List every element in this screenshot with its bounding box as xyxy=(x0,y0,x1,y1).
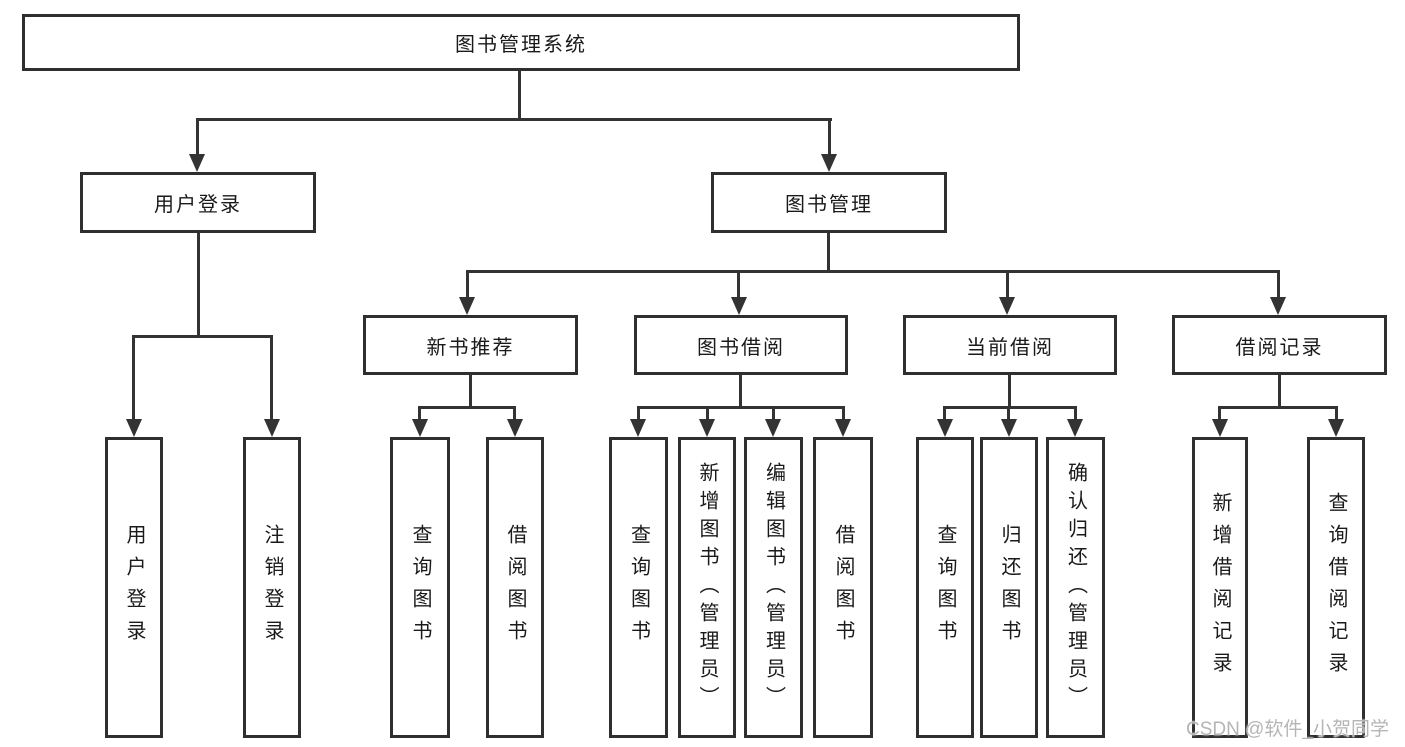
node-user-login: 用户登录 xyxy=(80,172,316,233)
arrow-down-icon xyxy=(999,297,1015,315)
arrow-down-icon xyxy=(835,419,851,437)
leaf-return-book-label: 归还图书 xyxy=(998,523,1020,652)
arrow-down-icon xyxy=(1001,419,1017,437)
connector-line xyxy=(1218,406,1338,409)
connector-line xyxy=(1277,270,1280,300)
leaf-edit-book-admin-label: 编辑图书（管理员） xyxy=(762,461,785,714)
arrow-down-icon xyxy=(459,297,475,315)
connector-line xyxy=(1074,406,1077,424)
leaf-query-book-1: 查询图书 xyxy=(390,437,450,738)
connector-line xyxy=(842,406,845,424)
node-user-login-label: 用户登录 xyxy=(154,194,242,216)
leaf-borrow-book-2-label: 借阅图书 xyxy=(832,523,854,652)
arrow-down-icon xyxy=(937,419,953,437)
node-borrow-records-label: 借阅记录 xyxy=(1235,336,1324,359)
arrow-down-icon xyxy=(821,154,837,172)
connector-line xyxy=(418,406,516,409)
leaf-borrow-book-1-label: 借阅图书 xyxy=(504,523,526,652)
leaf-confirm-return-admin: 确认归还（管理员） xyxy=(1046,437,1105,738)
connector-line xyxy=(739,375,742,408)
connector-line xyxy=(270,335,273,421)
leaf-query-book-1-label: 查询图书 xyxy=(409,523,431,652)
leaf-add-borrow-record-label: 新增借阅记录 xyxy=(1209,491,1231,684)
arrow-down-icon xyxy=(1328,419,1344,437)
leaf-logout: 注销登录 xyxy=(243,437,301,738)
leaf-user-login-label: 用户登录 xyxy=(123,523,145,652)
leaf-query-borrow-record: 查询借阅记录 xyxy=(1307,437,1365,738)
node-root-label: 图书管理系统 xyxy=(455,34,587,56)
node-new-book-recommend-label: 新书推荐 xyxy=(426,336,515,359)
connector-line xyxy=(737,270,740,300)
leaf-confirm-return-admin-label: 确认归还（管理员） xyxy=(1064,461,1087,714)
leaf-borrow-book-2: 借阅图书 xyxy=(813,437,873,738)
arrow-down-icon xyxy=(765,419,781,437)
connector-line xyxy=(466,270,469,300)
node-current-borrow-label: 当前借阅 xyxy=(966,336,1054,359)
leaf-edit-book-admin: 编辑图书（管理员） xyxy=(744,437,803,738)
leaf-return-book: 归还图书 xyxy=(980,437,1038,738)
arrow-down-icon xyxy=(1067,419,1083,437)
connector-line xyxy=(196,118,832,121)
leaf-query-book-2-label: 查询图书 xyxy=(627,523,650,652)
connector-line xyxy=(518,70,521,120)
connector-line xyxy=(469,375,472,408)
leaf-query-book-3-label: 查询图书 xyxy=(934,523,956,652)
connector-line xyxy=(706,406,709,424)
node-borrow-records: 借阅记录 xyxy=(1172,315,1387,375)
connector-line xyxy=(132,335,273,338)
connector-line xyxy=(637,406,845,409)
csdn-watermark: CSDN @软件_小贺同学 xyxy=(1186,719,1389,740)
leaf-borrow-book-1: 借阅图书 xyxy=(486,437,544,738)
arrow-down-icon xyxy=(189,154,205,172)
leaf-add-book-admin: 新增图书（管理员） xyxy=(678,437,736,738)
leaf-query-book-3: 查询图书 xyxy=(916,437,974,738)
arrow-down-icon xyxy=(1270,297,1286,315)
node-book-management-label: 图书管理 xyxy=(785,194,873,216)
node-root: 图书管理系统 xyxy=(22,14,1020,71)
arrow-down-icon xyxy=(264,419,280,437)
arrow-down-icon xyxy=(126,419,142,437)
arrow-down-icon xyxy=(699,419,715,437)
connector-line xyxy=(828,118,831,156)
node-book-borrow: 图书借阅 xyxy=(634,315,848,375)
connector-line xyxy=(513,406,516,424)
arrow-down-icon xyxy=(412,419,428,437)
leaf-user-login: 用户登录 xyxy=(105,437,163,738)
arrow-down-icon xyxy=(630,419,646,437)
leaf-add-book-admin-label: 新增图书（管理员） xyxy=(696,461,718,714)
leaf-query-borrow-record-label: 查询借阅记录 xyxy=(1325,491,1347,684)
connector-line xyxy=(1278,375,1281,408)
connector-line xyxy=(943,406,946,424)
node-book-borrow-label: 图书借阅 xyxy=(697,336,785,359)
connector-line xyxy=(1335,406,1338,424)
connector-line xyxy=(196,118,199,156)
connector-line xyxy=(132,335,135,421)
connector-line xyxy=(418,406,421,424)
leaf-logout-label: 注销登录 xyxy=(261,523,283,652)
connector-line xyxy=(943,406,1077,409)
node-book-management: 图书管理 xyxy=(711,172,947,233)
connector-line xyxy=(197,233,200,337)
connector-line xyxy=(1007,406,1010,424)
connector-line xyxy=(1006,270,1009,300)
connector-line xyxy=(827,233,830,272)
node-new-book-recommend: 新书推荐 xyxy=(363,315,578,375)
connector-line xyxy=(1218,406,1221,424)
arrow-down-icon xyxy=(731,297,747,315)
arrow-down-icon xyxy=(1212,419,1228,437)
arrow-down-icon xyxy=(507,419,523,437)
leaf-add-borrow-record: 新增借阅记录 xyxy=(1192,437,1248,738)
connector-line xyxy=(772,406,775,424)
node-current-borrow: 当前借阅 xyxy=(903,315,1117,375)
connector-line xyxy=(637,406,640,424)
connector-line xyxy=(466,270,1280,273)
leaf-query-book-2: 查询图书 xyxy=(609,437,668,738)
connector-line xyxy=(1008,375,1011,408)
